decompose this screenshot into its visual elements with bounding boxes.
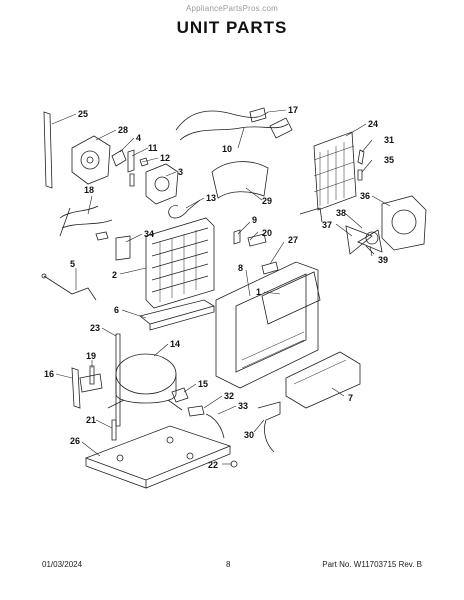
callout-2: 2 bbox=[112, 270, 117, 280]
footer-date: 01/03/2024 bbox=[42, 560, 83, 569]
callout-28: 28 bbox=[118, 125, 128, 135]
footer-page-number: 8 bbox=[226, 560, 231, 569]
callout-4: 4 bbox=[136, 133, 141, 143]
callout-6: 6 bbox=[114, 305, 119, 315]
callout-8: 8 bbox=[238, 263, 243, 273]
callout-37: 37 bbox=[322, 220, 332, 230]
callout-30: 30 bbox=[244, 430, 254, 440]
callout-13: 13 bbox=[206, 193, 216, 203]
callout-35: 35 bbox=[384, 155, 394, 165]
callout-12: 12 bbox=[160, 153, 170, 163]
callout-10: 10 bbox=[222, 144, 232, 154]
callout-21: 21 bbox=[86, 415, 96, 425]
callout-33: 33 bbox=[238, 401, 248, 411]
part-drawings bbox=[41, 107, 427, 489]
callout-26: 26 bbox=[70, 436, 80, 446]
callout-1: 1 bbox=[256, 287, 261, 297]
leader-lines bbox=[51, 109, 391, 465]
footer-part-number: Part No. W11703715 Rev. B bbox=[322, 560, 422, 569]
callout-22: 22 bbox=[208, 460, 218, 470]
page-title: UNIT PARTS bbox=[176, 18, 288, 37]
callout-labels: 25 28 4 11 12 3 17 10 18 13 29 24 31 35 … bbox=[44, 105, 394, 470]
callout-15: 15 bbox=[198, 379, 208, 389]
callout-14: 14 bbox=[170, 339, 180, 349]
callout-19: 19 bbox=[86, 351, 96, 361]
callout-5: 5 bbox=[70, 259, 75, 269]
callout-36: 36 bbox=[360, 191, 370, 201]
callout-7: 7 bbox=[348, 393, 353, 403]
callout-31: 31 bbox=[384, 135, 394, 145]
callout-38: 38 bbox=[336, 208, 346, 218]
callout-18: 18 bbox=[84, 185, 94, 195]
callout-23: 23 bbox=[90, 323, 100, 333]
callout-34: 34 bbox=[144, 229, 154, 239]
callout-11: 11 bbox=[148, 143, 158, 153]
callout-9: 9 bbox=[252, 215, 257, 225]
callout-24: 24 bbox=[368, 119, 378, 129]
callout-25: 25 bbox=[78, 109, 88, 119]
callout-27: 27 bbox=[288, 235, 298, 245]
callout-20: 20 bbox=[262, 228, 272, 238]
callout-39: 39 bbox=[378, 255, 388, 265]
callout-16: 16 bbox=[44, 369, 54, 379]
callout-17: 17 bbox=[288, 105, 298, 115]
watermark: AppliancePartsPros.com bbox=[186, 4, 278, 13]
callout-32: 32 bbox=[224, 391, 234, 401]
callout-3: 3 bbox=[178, 167, 183, 177]
callout-29: 29 bbox=[262, 196, 272, 206]
